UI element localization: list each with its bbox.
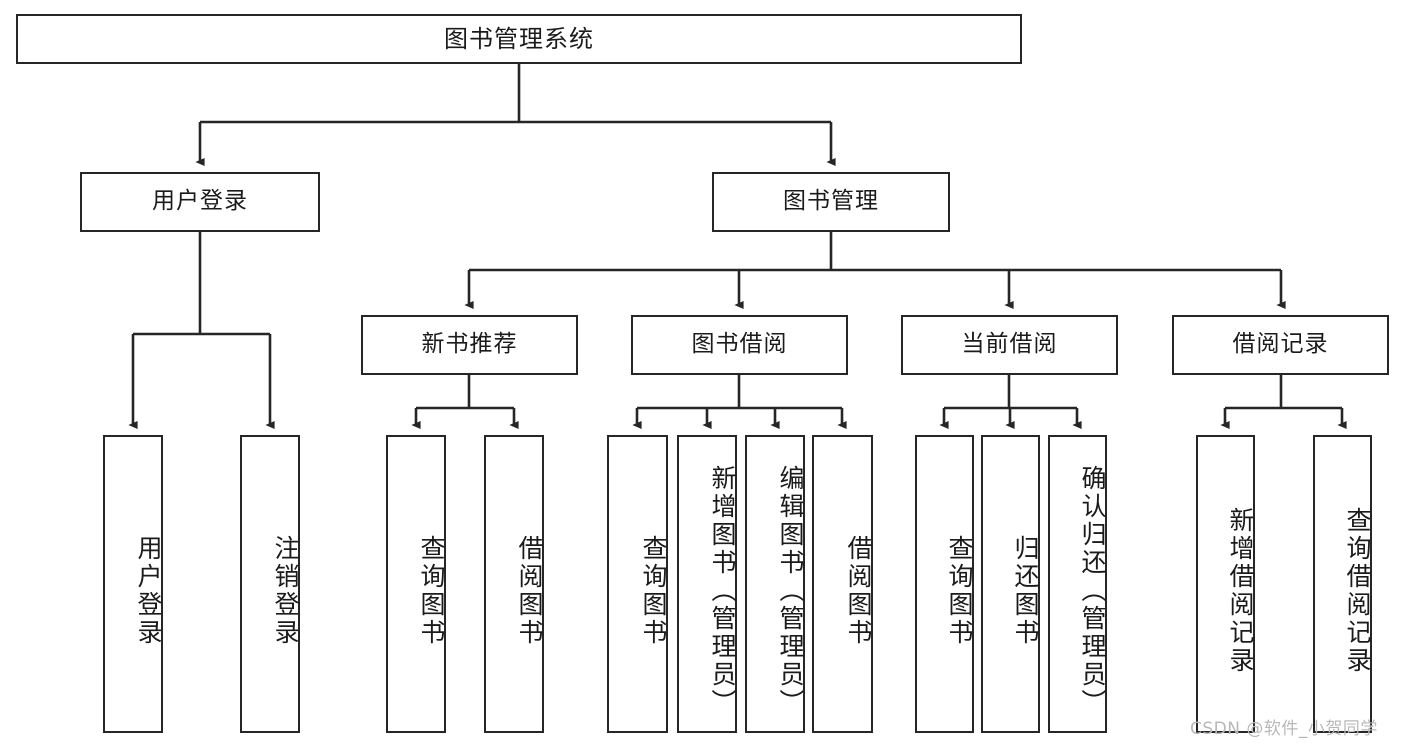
node-borrow-record[interactable]: 借阅记录 [1172,315,1389,375]
node-user-login[interactable]: 用户登录 [80,172,320,232]
node-leaf-borrow-book-2[interactable]: 借阅图书 [812,435,873,733]
node-label: 当前借阅 [961,331,1058,358]
node-label: 归还图书 [1011,535,1040,647]
node-leaf-user-login[interactable]: 用户登录 [103,435,163,733]
node-label: 查询借阅记录 [1343,507,1372,675]
node-current-borrow[interactable]: 当前借阅 [901,315,1118,375]
node-root-system[interactable]: 图书管理系统 [16,14,1022,64]
node-leaf-query-book-1[interactable]: 查询图书 [386,435,446,733]
node-label: 图书借阅 [691,331,788,358]
node-label: 查询图书 [417,535,446,647]
csdn-watermark: CSDN @软件_小贺同学 [1190,719,1378,739]
node-leaf-query-book-2[interactable]: 查询图书 [607,435,668,733]
node-leaf-return-book[interactable]: 归还图书 [981,435,1040,733]
node-label: 借阅图书 [515,535,544,647]
node-label: 查询图书 [639,535,668,647]
node-label: 确认归还（管理员） [1078,465,1107,717]
node-leaf-add-book[interactable]: 新增图书（管理员） [677,435,737,733]
node-book-borrow[interactable]: 图书借阅 [631,315,848,375]
node-label: 新增借阅记录 [1226,507,1255,675]
node-leaf-borrow-book-1[interactable]: 借阅图书 [484,435,544,733]
node-book-manage[interactable]: 图书管理 [712,172,950,232]
node-leaf-user-logout[interactable]: 注销登录 [240,435,300,733]
node-leaf-query-book-3[interactable]: 查询图书 [915,435,974,733]
node-leaf-confirm-return[interactable]: 确认归还（管理员） [1048,435,1107,733]
node-leaf-edit-book[interactable]: 编辑图书（管理员） [745,435,805,733]
node-leaf-query-record[interactable]: 查询借阅记录 [1313,435,1372,733]
node-label: 用户登录 [152,188,248,215]
node-label: 查询图书 [945,535,974,647]
node-label: 新书推荐 [421,331,518,358]
node-label: 图书管理 [783,188,879,215]
node-label: 借阅记录 [1232,331,1329,358]
node-label: 新增图书（管理员） [708,465,737,717]
node-leaf-add-record[interactable]: 新增借阅记录 [1196,435,1255,733]
node-new-book-rec[interactable]: 新书推荐 [361,315,578,375]
node-label: 编辑图书（管理员） [776,465,805,717]
node-label: 注销登录 [271,535,300,647]
node-label: 图书管理系统 [444,24,594,53]
node-label: 用户登录 [134,535,163,647]
node-label: 借阅图书 [844,535,873,647]
